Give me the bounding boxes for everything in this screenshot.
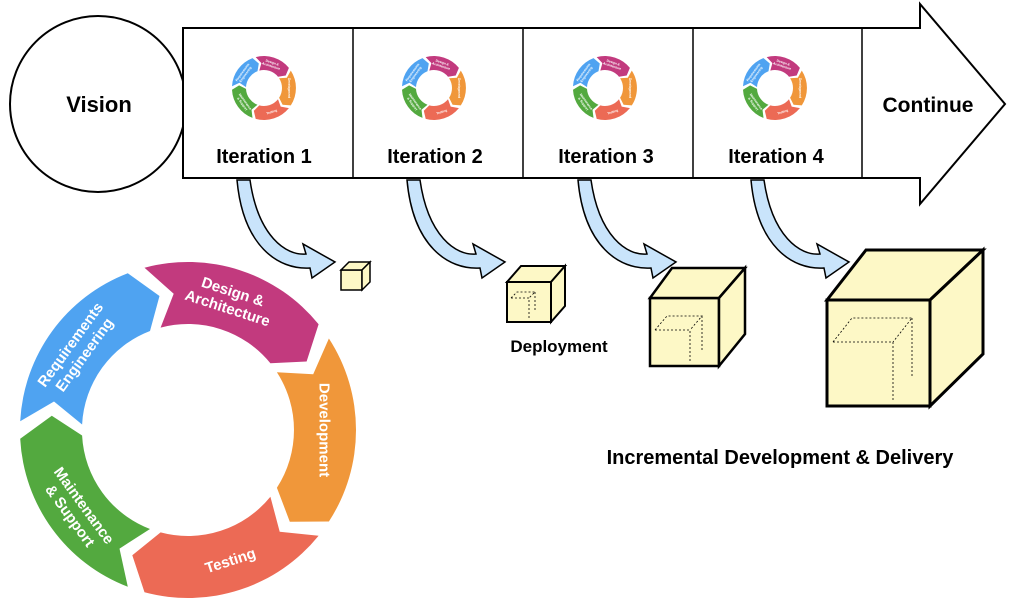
iteration-label: Iteration 1: [216, 146, 312, 168]
segment-label-line: Architecture: [432, 61, 451, 71]
testing-label: Testing: [436, 108, 448, 115]
testing-segment: [764, 99, 800, 120]
increment-cube: [823, 246, 987, 410]
segment-label-line: Development: [798, 78, 802, 99]
segment-label-line: Testing: [266, 108, 278, 115]
flow-arrow: [750, 179, 851, 280]
requirements-segment: [20, 273, 160, 425]
design-label: Design &Architecture: [432, 58, 452, 71]
maintenance-segment: [20, 415, 151, 587]
segment-label-line: Design &: [606, 59, 621, 67]
development-label: Development: [316, 383, 333, 477]
flow-arrow: [577, 179, 678, 280]
design-segment: [144, 261, 319, 364]
flow-arrow: [406, 179, 507, 280]
segment-label-line: Development: [287, 78, 291, 99]
testing-label: Testing: [607, 108, 619, 115]
increment-cube: [339, 260, 372, 292]
design-label: Design &Architecture: [262, 58, 282, 71]
design-segment: [596, 56, 630, 77]
requirements-segment: [232, 58, 259, 88]
development-label: Development: [287, 78, 291, 99]
segment-label-line: Testing: [436, 108, 448, 115]
requirements-segment: [402, 58, 429, 88]
increment-cube: [647, 264, 748, 370]
increment-cube: [504, 263, 568, 325]
segment-label-line: Testing: [777, 108, 789, 115]
testing-segment: [594, 99, 630, 120]
segment-label-line: Architecture: [603, 61, 622, 71]
iteration-label: Iteration 2: [387, 146, 483, 168]
development-label: Development: [457, 78, 461, 99]
segment-label-line: Design &: [776, 59, 791, 67]
maintenance-segment: [402, 85, 428, 118]
development-segment: [620, 70, 637, 106]
design-label: Design &Architecture: [603, 58, 623, 71]
segment-label-line: Design &: [435, 59, 450, 67]
testing-label: Testing: [266, 108, 278, 115]
testing-segment: [423, 99, 459, 120]
segment-label-line: Development: [457, 78, 461, 99]
design-segment: [766, 56, 800, 77]
maintenance-segment: [743, 85, 769, 118]
development-label: Development: [798, 78, 802, 99]
testing-segment: [253, 99, 289, 120]
flow-arrow: [236, 179, 337, 280]
iteration-label: Iteration 3: [558, 146, 654, 168]
vision-label: Vision: [66, 92, 132, 117]
development-segment: [790, 70, 807, 106]
segment-label-line: Testing: [607, 108, 619, 115]
development-segment: [276, 338, 357, 522]
development-segment: [449, 70, 466, 106]
development-label: Development: [628, 78, 632, 99]
segment-label-line: Development: [628, 78, 632, 99]
segment-label-line: Design &: [265, 59, 280, 67]
requirements-segment: [743, 58, 770, 88]
requirements-segment: [573, 58, 600, 88]
segment-label-line: Architecture: [262, 61, 281, 71]
development-segment: [279, 70, 296, 106]
incremental-delivery-label: Incremental Development & Delivery: [607, 447, 955, 469]
design-label: Design &Architecture: [773, 58, 793, 71]
deployment-label: Deployment: [510, 337, 608, 356]
design-segment: [255, 56, 289, 77]
continue-label: Continue: [883, 94, 974, 117]
design-segment: [425, 56, 459, 77]
maintenance-segment: [232, 85, 258, 118]
segment-label-line: Development: [316, 383, 333, 477]
maintenance-segment: [573, 85, 599, 118]
testing-label: Testing: [777, 108, 789, 115]
segment-label-line: Architecture: [773, 61, 792, 71]
testing-segment: [132, 496, 319, 599]
iteration-label: Iteration 4: [728, 146, 824, 168]
